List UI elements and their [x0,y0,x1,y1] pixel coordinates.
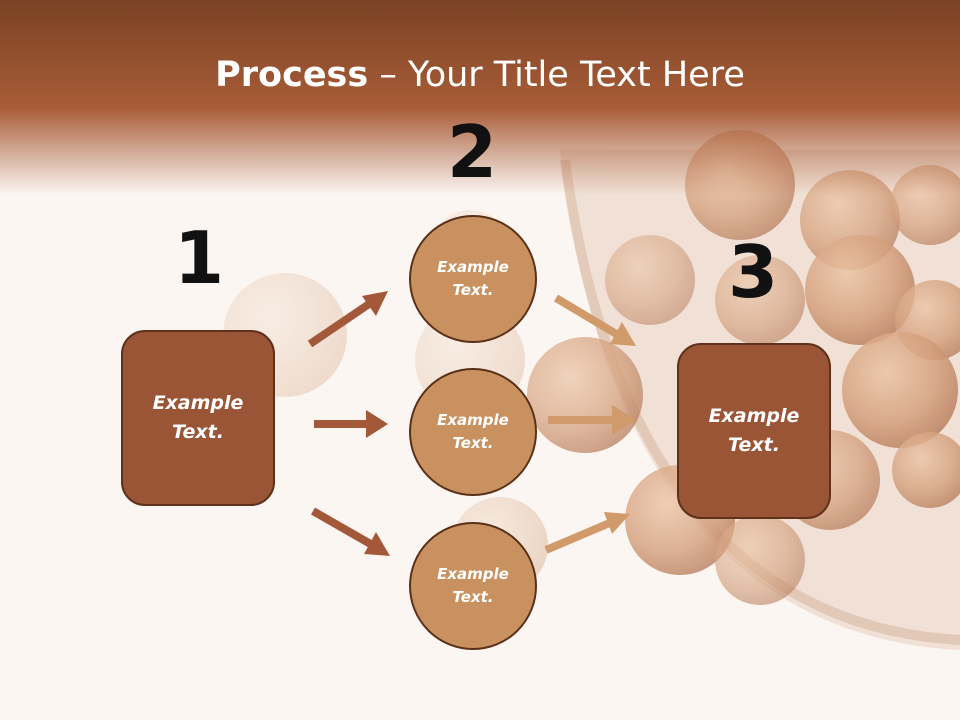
step-3-line2: Text. [728,434,780,456]
step-1-line2: Text. [172,421,224,443]
arrow-1-to-2-top [307,291,388,348]
circle-bottom-line1: Example [437,565,509,583]
arrow-2-to-3-top [553,294,636,346]
step-3-line1: Example [708,405,800,427]
step-1-line1: Example [152,392,244,414]
arrow-2-to-3-middle [548,405,636,435]
title-rest: – Your Title Text Here [368,55,745,95]
arrow-2-to-3-bottom [544,512,630,554]
step-number-3: 3 [727,230,779,314]
step-number-2: 2 [446,110,498,194]
step-number-1: 1 [173,216,225,300]
circle-top-line1: Example [437,258,509,276]
circle-bottom-line2: Text. [452,588,494,606]
circle-middle-line1: Example [437,411,509,429]
slide-title: Process – Your Title Text Here [0,52,960,98]
circle-top-line2: Text. [452,281,494,299]
arrow-1-to-2-middle [314,410,388,438]
circle-middle-line2: Text. [452,434,494,452]
arrow-1-to-2-bottom [311,507,390,556]
title-bold: Process [215,55,369,95]
